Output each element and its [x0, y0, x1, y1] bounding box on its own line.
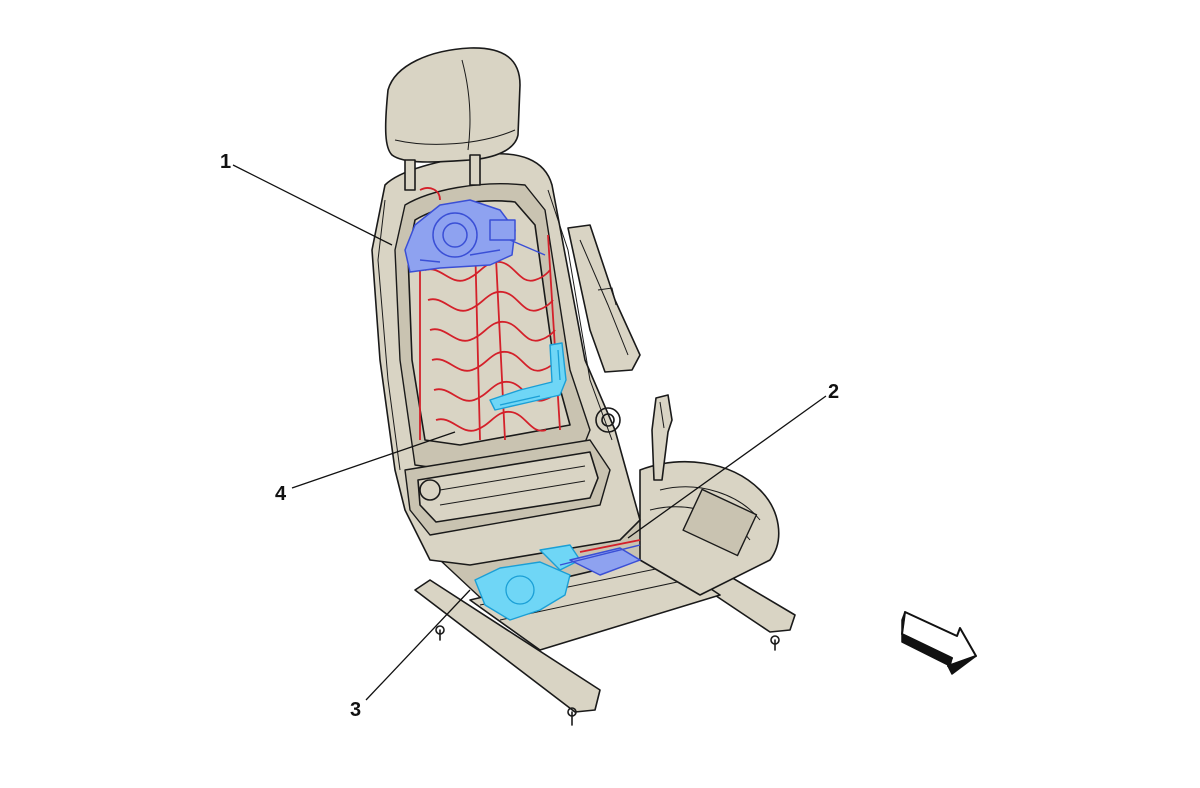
recline-lever — [651, 394, 673, 481]
leader-line-2 — [627, 395, 827, 539]
callout-3: 3 — [350, 699, 361, 721]
leader-line-1 — [232, 164, 393, 246]
lumbar-harness — [489, 342, 567, 411]
seat-cushion — [639, 461, 780, 596]
callout-2: 2 — [828, 381, 839, 403]
headrest — [384, 47, 521, 191]
backrest-blower-module — [404, 199, 546, 273]
seat-motor-assembly — [474, 539, 641, 621]
side-bolster-panel — [567, 224, 641, 373]
callout-1: 1 — [220, 151, 231, 173]
leader-line-3 — [365, 589, 471, 701]
callout-4: 4 — [275, 483, 287, 505]
direction-arrow-icon — [901, 611, 977, 675]
leader-line-4 — [291, 431, 456, 489]
